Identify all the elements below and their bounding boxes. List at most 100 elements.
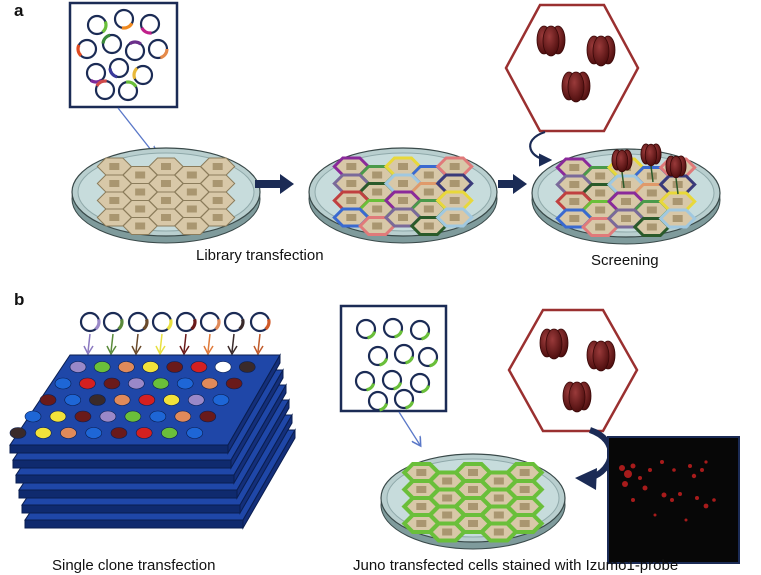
plasmid-ring-group [354, 317, 439, 412]
well [225, 377, 243, 390]
arrow-head [227, 345, 238, 356]
fluorescent-signal [660, 460, 664, 464]
plasmid-ring-icon [393, 388, 415, 410]
well [214, 361, 232, 373]
caption-single-clone-transfection: Single clone transfection [52, 557, 215, 574]
well [69, 361, 87, 373]
cell-nucleus [423, 171, 434, 179]
plasmid-juno-box [339, 304, 448, 413]
plasmid-ring-icon [124, 40, 146, 62]
cell-nucleus [519, 486, 530, 493]
cell-nucleus [161, 163, 171, 170]
sperm-head-icon [640, 143, 662, 167]
fluorescence-micrograph [607, 436, 740, 564]
plasmid-ring-icon [151, 311, 173, 333]
fluorescent-signal [704, 460, 708, 464]
cell-nucleus [135, 205, 146, 213]
arrow-icon [529, 130, 553, 167]
cell-nucleus [372, 171, 383, 179]
well [161, 427, 178, 439]
cell-nucleus [398, 180, 408, 187]
cell-nucleus [135, 171, 146, 179]
cell-nucleus [442, 494, 453, 502]
cell-nucleus [398, 197, 408, 204]
cell-nucleus [135, 222, 146, 230]
arrow-icon [159, 333, 163, 353]
well [124, 410, 142, 423]
fluorescent-signal [631, 498, 635, 502]
well [152, 377, 170, 390]
sperm-head-icon [611, 149, 633, 173]
cell-nucleus [672, 215, 683, 222]
cell-nucleus [672, 198, 683, 205]
plasmid-ring-icon [223, 311, 245, 333]
cell-nucleus [672, 181, 683, 188]
well [60, 427, 77, 439]
plasmid-ring-group [76, 8, 169, 102]
multiwell-plate-stack-icon [9, 353, 296, 530]
fluorescent-signal [712, 498, 716, 502]
plasmid-ring-icon [94, 79, 116, 101]
cell-nucleus [468, 520, 478, 527]
cell-nucleus [449, 180, 460, 187]
well [166, 361, 184, 373]
plasmid-ring-icon [132, 64, 154, 86]
cell-nucleus [423, 188, 434, 196]
fluorescent-signal [684, 518, 688, 522]
cell-nucleus [646, 223, 657, 231]
well [176, 377, 194, 390]
panel-a-letter: a [14, 1, 24, 20]
cell-nucleus [569, 215, 580, 222]
fluorescent-signal [700, 468, 704, 472]
cell-nucleus [212, 197, 223, 204]
plasmid-ring-icon [393, 343, 415, 365]
cell-nucleus [346, 180, 357, 187]
sperm-tail [621, 171, 625, 189]
plasmid-ring-icon [175, 311, 197, 333]
sperm-head-icon [586, 340, 616, 372]
well [201, 377, 218, 390]
well [174, 410, 192, 423]
plasmid-ring-icon [381, 369, 403, 391]
well [135, 427, 153, 439]
cell-nucleus [372, 205, 383, 213]
sperm-head-icon [536, 25, 566, 57]
sperm-hexagon-b [507, 308, 639, 433]
petri-dish-icon [308, 147, 498, 244]
arrow-head [131, 345, 142, 356]
arrow-icon [255, 174, 294, 194]
cell-nucleus [161, 214, 171, 221]
arrow-head [155, 345, 166, 356]
arrow-icon [207, 333, 211, 353]
well [187, 394, 205, 406]
plasmid-ring-icon [409, 319, 431, 341]
sperm-head-icon [562, 381, 592, 413]
well [85, 427, 103, 439]
cell-nucleus [398, 163, 408, 170]
cell-nucleus [372, 188, 383, 196]
sperm-head-icon [561, 71, 591, 103]
fluorescent-signal [619, 465, 625, 471]
well [190, 361, 208, 373]
plasmid-ring-icon [113, 8, 135, 30]
petri-dish-icon [531, 143, 721, 245]
well [79, 377, 96, 390]
plasmid-ring-icon [199, 311, 221, 333]
cell-nucleus [161, 197, 171, 204]
cell-nucleus [416, 503, 427, 510]
cell-nucleus [646, 206, 657, 214]
arrow-head [179, 345, 190, 356]
cell-nucleus [212, 180, 223, 187]
cell-nucleus [346, 163, 357, 170]
well [24, 410, 42, 423]
well [138, 394, 156, 406]
plasmid-library-box [68, 1, 179, 109]
well [93, 361, 111, 373]
cell-nucleus [109, 214, 120, 221]
cell-nucleus [186, 188, 197, 196]
fluorescent-signal [695, 496, 699, 500]
arrow-icon [231, 333, 235, 353]
arrow-head [106, 345, 117, 356]
cell-nucleus [372, 222, 383, 230]
